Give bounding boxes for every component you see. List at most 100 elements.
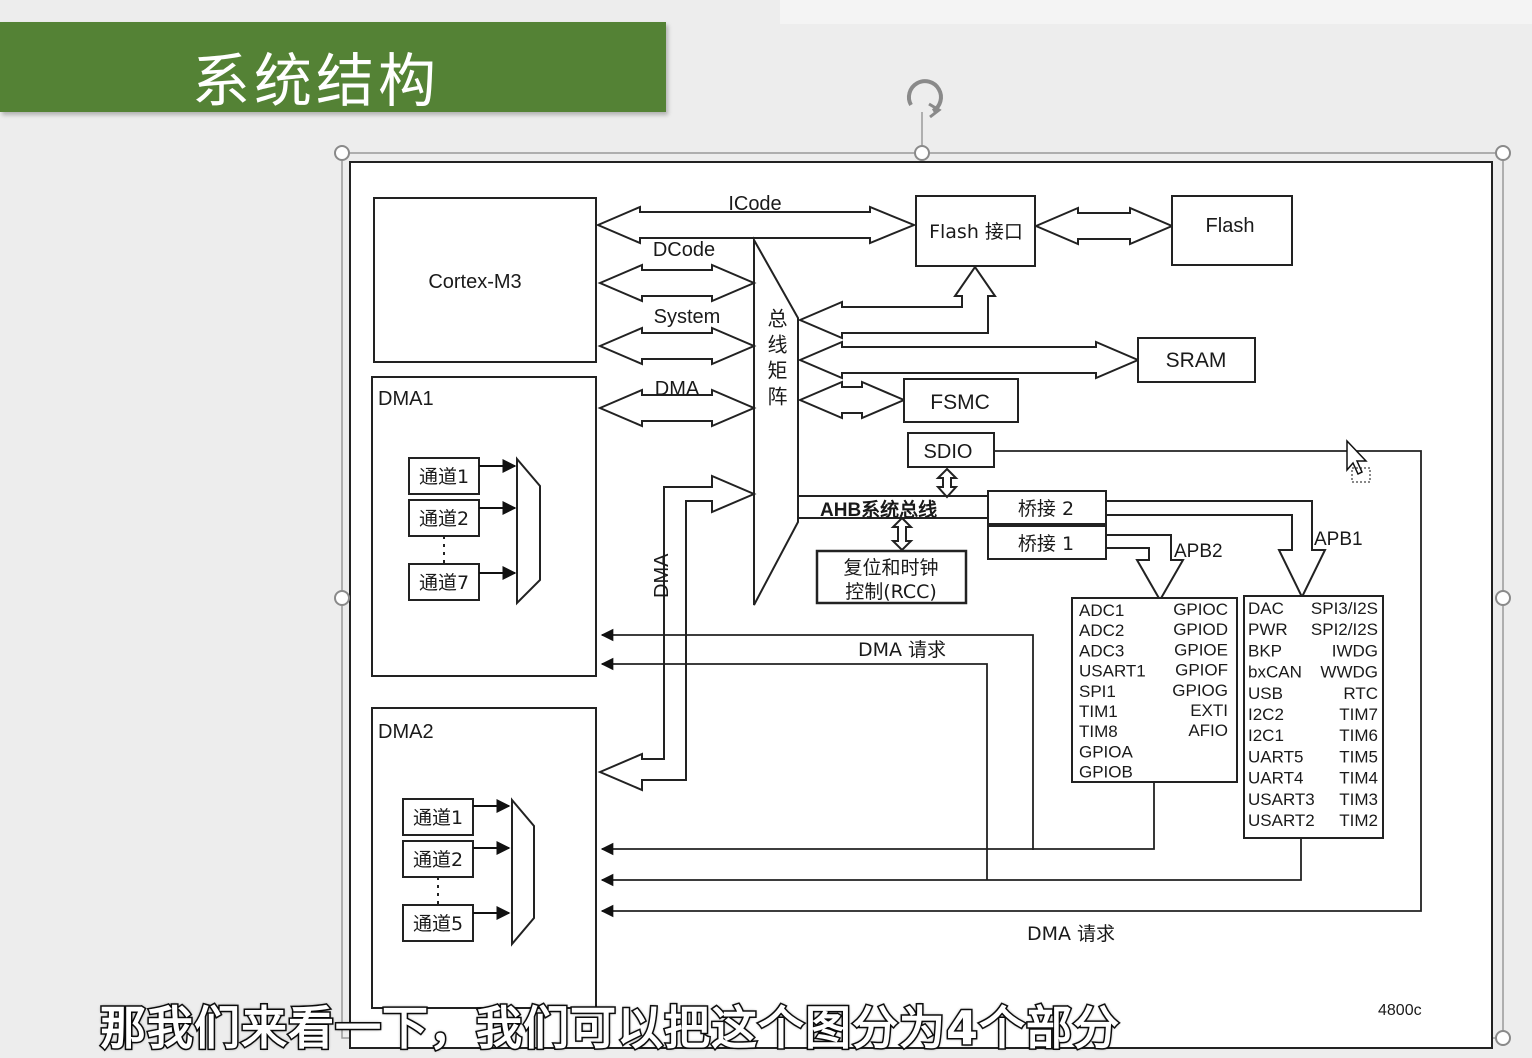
peripheral-label: USB xyxy=(1248,684,1283,703)
mouse-cursor-icon xyxy=(1346,439,1371,483)
peripheral-label: SPI3/I2S xyxy=(1311,599,1378,618)
peripheral-label: SPI1 xyxy=(1079,682,1116,701)
apb1-peripheral-list-left: DAC PWR BKP bxCAN USB I2C2I2C1UART5UART4USART… xyxy=(1248,599,1315,830)
dma2-channel-box xyxy=(402,904,474,942)
peripheral-label: TIM2 xyxy=(1339,811,1378,830)
cortex-m3-box xyxy=(373,197,597,363)
peripheral-label: I2C2 xyxy=(1248,705,1284,724)
dma2-mux xyxy=(511,797,535,947)
sram-label: SRAM xyxy=(1166,349,1227,372)
ahb-label: AHB系统总线 xyxy=(820,498,937,521)
bridge2-box xyxy=(987,490,1107,525)
bridge1-box xyxy=(987,525,1107,560)
peripheral-label: TIM5 xyxy=(1339,747,1378,766)
flash-label: Flash xyxy=(1206,215,1255,237)
apb1-peripheral-list-right: SPI3/I2S SPI2/I2S IWDG WWDG RTC TIM7TIM6TIM5T… xyxy=(1311,599,1378,830)
apb1-peripherals-box xyxy=(1243,595,1384,839)
dma-bus-label: DMA xyxy=(655,378,700,400)
peripheral-label: GPIOA xyxy=(1079,742,1134,761)
peripheral-label: EXTI xyxy=(1190,701,1228,720)
dma2-channel-label: 通道1 xyxy=(413,807,463,829)
peripheral-label: TIM1 xyxy=(1079,702,1118,721)
peripheral-label: ADC1 xyxy=(1079,601,1124,620)
apb2-label: APB2 xyxy=(1174,541,1223,562)
peripheral-label: UART4 xyxy=(1248,769,1303,788)
dma1-mux xyxy=(516,456,541,606)
dma2-channel-label: 通道2 xyxy=(413,849,463,871)
peripheral-label: GPIOB xyxy=(1079,763,1133,782)
peripheral-label: DAC xyxy=(1248,599,1284,618)
video-subtitle: 那我们来看一下，我们可以把这个图分为4个部分 xyxy=(98,1000,1121,1057)
peripheral-label: RTC xyxy=(1343,684,1378,703)
dma1-channel-box xyxy=(408,457,480,495)
peripheral-label: ADC3 xyxy=(1079,641,1124,660)
peripheral-label: UART5 xyxy=(1248,747,1303,766)
peripheral-label: TIM6 xyxy=(1339,726,1378,745)
peripheral-label: GPIOD xyxy=(1173,620,1228,639)
dma2-box xyxy=(371,707,597,1009)
peripheral-label: AFIO xyxy=(1188,721,1228,740)
dma2-channel-label: 通道5 xyxy=(413,913,463,935)
bridge1-label: 桥接 1 xyxy=(1018,533,1074,555)
dma1-channel-label: 通道1 xyxy=(419,466,469,488)
dcode-label: DCode xyxy=(653,239,715,261)
peripheral-label: SPI2/I2S xyxy=(1311,620,1378,639)
peripheral-label: I2C1 xyxy=(1248,726,1284,745)
dma-request-label: DMA 请求 xyxy=(858,639,946,661)
peripheral-label: TIM4 xyxy=(1339,769,1378,788)
dma1-channel-box xyxy=(408,563,480,601)
peripheral-label: TIM8 xyxy=(1079,722,1118,741)
peripheral-label: TIM3 xyxy=(1339,790,1378,809)
dma-request-lines xyxy=(600,450,1422,918)
peripheral-label: TIM7 xyxy=(1339,705,1378,724)
sram-box xyxy=(1137,337,1256,383)
bus-matrix xyxy=(753,236,799,606)
peripheral-label: GPIOC xyxy=(1173,600,1228,619)
dma2-channel-box xyxy=(402,798,474,836)
bridge2-label: 桥接 2 xyxy=(1018,498,1074,520)
dma-vertical-label: DMA xyxy=(651,553,673,598)
peripheral-label: IWDG xyxy=(1332,641,1378,660)
icode-label: ICode xyxy=(728,193,781,215)
slide-title: 系统结构 xyxy=(192,47,441,115)
cortex-m3-label: Cortex-M3 xyxy=(428,271,521,293)
fsmc-box xyxy=(903,378,1019,423)
glare xyxy=(780,0,1532,24)
peripheral-label: ADC2 xyxy=(1079,621,1124,640)
slide-title-bar: 系统结构 xyxy=(0,22,666,115)
peripheral-label: USART2 xyxy=(1248,811,1315,830)
dma1-channel-label: 通道7 xyxy=(419,572,469,594)
resize-handles[interactable] xyxy=(334,145,1511,1046)
flash-interface-label: Flash 接口 xyxy=(929,221,1023,243)
peripheral-label: GPIOE xyxy=(1174,640,1228,659)
peripheral-label: GPIOF xyxy=(1175,661,1228,680)
peripheral-label: bxCAN xyxy=(1248,663,1302,682)
dma1-channel-label: 通道2 xyxy=(419,508,469,530)
figure-id: 4800c xyxy=(1378,1002,1422,1019)
bus-matrix-label: 总线矩阵 xyxy=(764,308,788,412)
dma2-label: DMA2 xyxy=(378,721,434,743)
sdio-label: SDIO xyxy=(924,441,973,463)
fsmc-label: FSMC xyxy=(930,391,990,414)
peripheral-label: GPIOG xyxy=(1172,681,1228,700)
dma1-box xyxy=(371,376,597,677)
dma1-label: DMA1 xyxy=(378,388,434,410)
peripheral-label: USART1 xyxy=(1079,662,1146,681)
peripheral-label: PWR xyxy=(1248,620,1288,639)
apb1-label: APB1 xyxy=(1314,529,1363,550)
sdio-box xyxy=(907,432,995,468)
rcc-label-line2: 控制(RCC) xyxy=(845,581,937,603)
peripheral-label: WWDG xyxy=(1320,663,1378,682)
peripheral-label: USART3 xyxy=(1248,790,1315,809)
peripheral-label: BKP xyxy=(1248,641,1282,660)
system-bus-label: System xyxy=(654,306,721,328)
flash-box xyxy=(1171,195,1293,266)
dma-request-label: DMA 请求 xyxy=(1027,923,1115,945)
apb2-peripherals-box xyxy=(1071,597,1238,783)
rcc-label-line1: 复位和时钟 xyxy=(843,557,938,579)
rcc-box xyxy=(815,549,968,605)
rotate-handle-icon[interactable] xyxy=(907,79,943,150)
